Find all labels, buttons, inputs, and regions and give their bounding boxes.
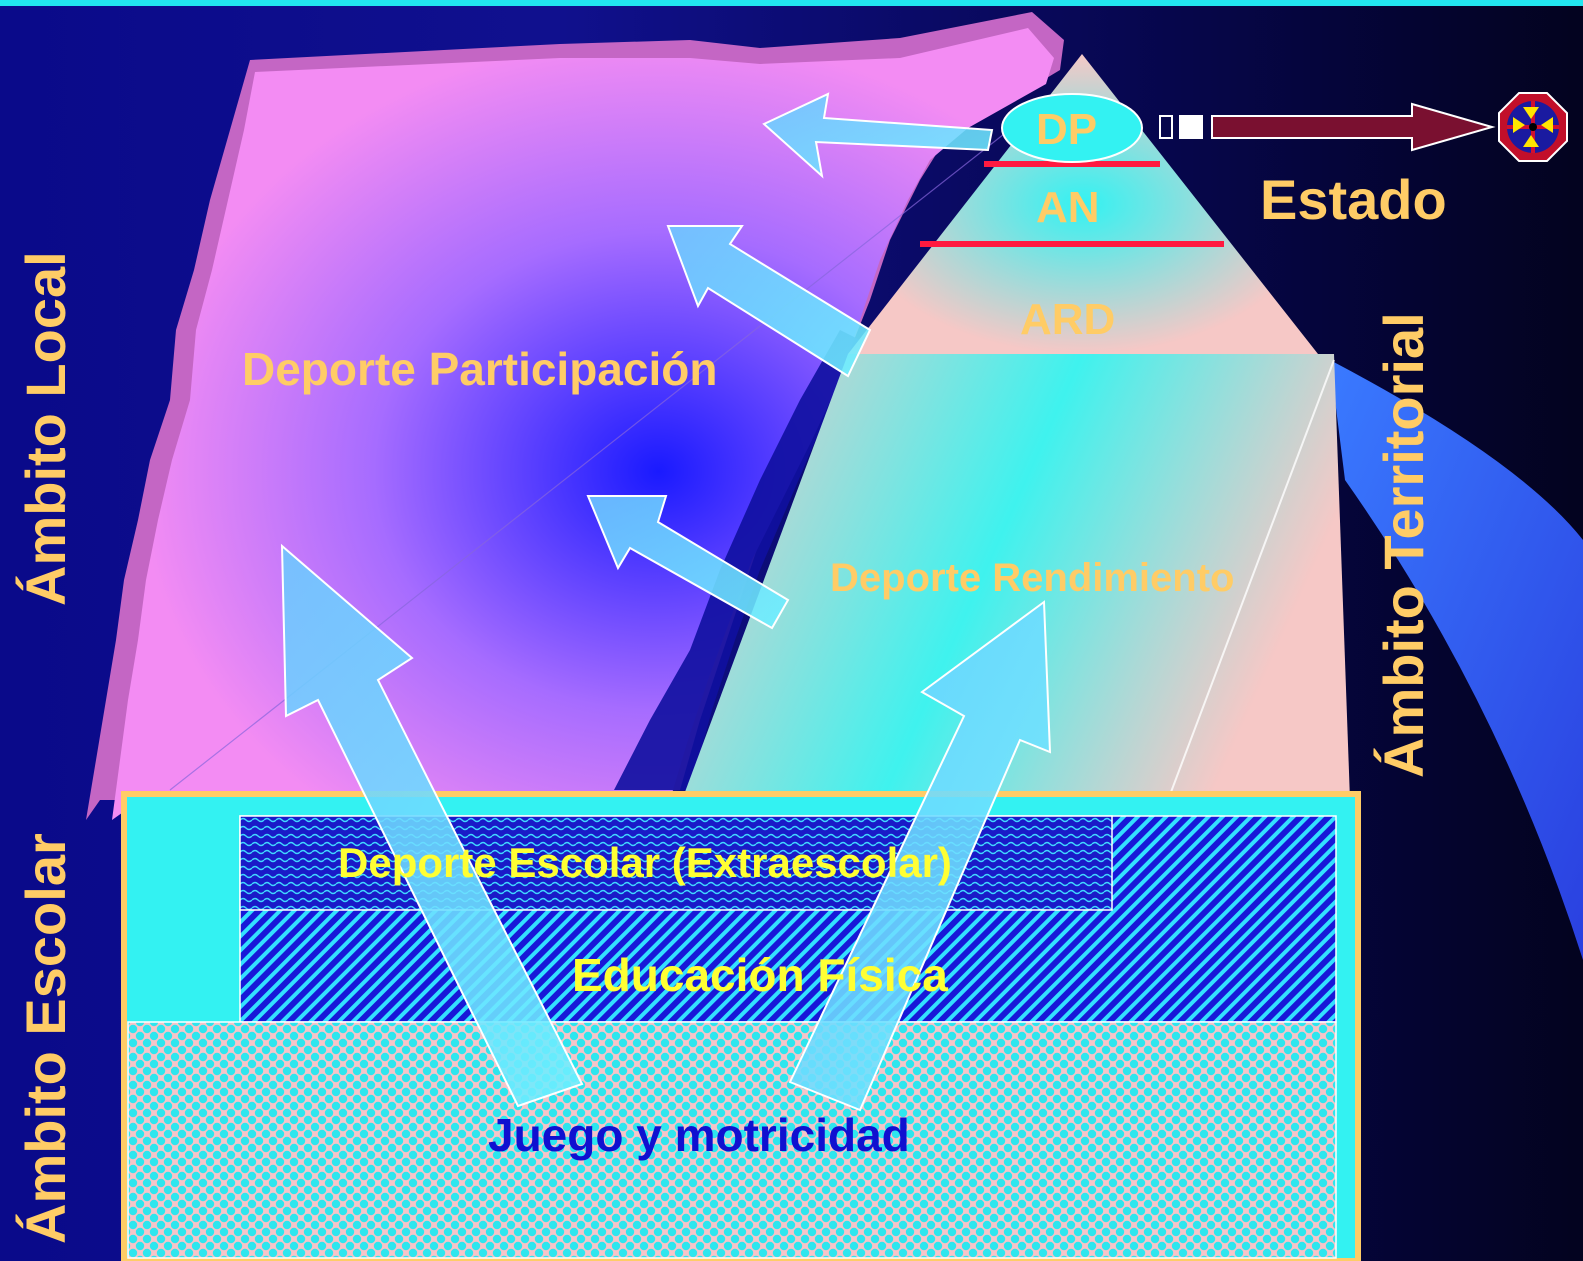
deporte-escolar-label: Deporte Escolar (Extraescolar) (338, 839, 952, 886)
top-border (0, 0, 1583, 6)
arrow-to-estado (1211, 102, 1496, 152)
ambito-local-label: Ámbito Local (14, 251, 77, 606)
deporte-participacion-label: Deporte Participación (242, 343, 718, 395)
dash-2 (1179, 115, 1203, 139)
pyramid-triangle (848, 54, 1318, 354)
arrow-juego-to-rendimiento (788, 600, 1052, 1112)
estado-label: Estado (1260, 168, 1447, 231)
ambito-escolar-label: Ámbito Escolar (14, 833, 77, 1244)
an-label: AN (1036, 183, 1100, 232)
juego-band (127, 1021, 1337, 1259)
dp-label: DP (1036, 105, 1098, 154)
trapezoid-edge (1167, 359, 1335, 801)
arrow-juego-to-participacion (280, 543, 584, 1108)
arrow-ard-to-map (666, 225, 872, 378)
educacion-fisica-label: Educación Física (572, 949, 948, 1001)
ard-label: ARD (1020, 295, 1116, 344)
ambito-territorial-label: Ámbito Territorial (1372, 312, 1435, 778)
dp-ellipse (1001, 93, 1143, 163)
dash-1 (1159, 115, 1173, 139)
map-pyramid-gap (614, 330, 860, 790)
compass-emblem-icon (1498, 92, 1568, 162)
arrow-dp-to-map (762, 92, 994, 179)
deporte-rendimiento-label: Deporte Rendimiento (830, 556, 1235, 600)
arrow-rendimiento-to-map (586, 495, 790, 630)
territorial-beam (1330, 360, 1583, 960)
rendimiento-trapezoid (682, 354, 1350, 800)
juego-motricidad-label: Juego y motricidad (488, 1109, 910, 1161)
